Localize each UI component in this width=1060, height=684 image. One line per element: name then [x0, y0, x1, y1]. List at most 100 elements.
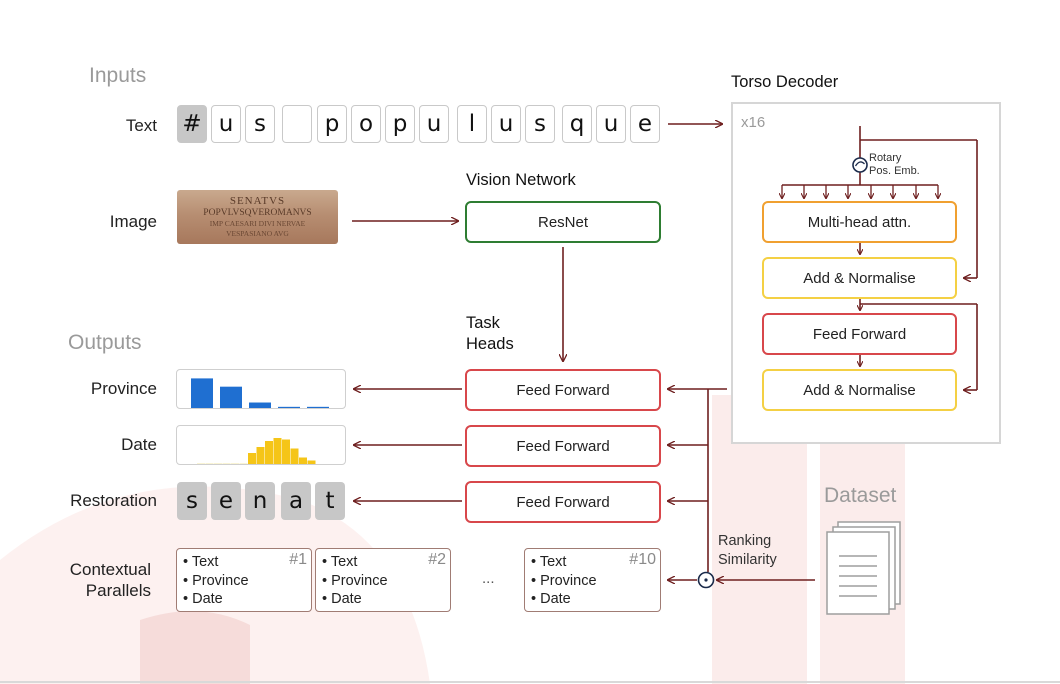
- restoration-label: Restoration: [70, 491, 157, 510]
- parallel-item: Date: [183, 590, 311, 609]
- add-normalise-block-1: Add & Normalise: [762, 257, 957, 299]
- province-bar: [307, 406, 329, 408]
- rotary-label-line1: Rotary: [869, 152, 902, 164]
- date-bar: [307, 460, 316, 464]
- dataset-documents-icon: [826, 521, 901, 615]
- outputs-heading: Outputs: [68, 331, 142, 354]
- task-heads-title: Task Heads: [466, 313, 514, 355]
- vision-network-title: Vision Network: [466, 171, 576, 189]
- date-bar: [290, 448, 299, 464]
- date-bars: [197, 438, 316, 464]
- input-token: s: [245, 105, 275, 143]
- date-bar: [299, 457, 307, 464]
- parallel-rank: #2: [428, 551, 446, 568]
- date-bar: [256, 447, 265, 464]
- restoration-token: e: [211, 482, 241, 520]
- date-bar: [205, 463, 214, 464]
- province-label: Province: [90, 379, 157, 398]
- parallel-item: Date: [322, 590, 450, 609]
- restoration-head-block: Feed Forward: [465, 481, 661, 523]
- ranking-label-line2: Similarity: [718, 552, 777, 568]
- feed-forward-block: Feed Forward: [762, 313, 957, 355]
- restoration-token: s: [177, 482, 207, 520]
- restoration-token: n: [245, 482, 275, 520]
- date-bar: [282, 439, 290, 464]
- province-chart: [176, 369, 346, 409]
- input-token: u: [419, 105, 449, 143]
- restoration-token: t: [315, 482, 345, 520]
- input-token: e: [630, 105, 660, 143]
- text-label: Text: [125, 116, 157, 135]
- date-chart: [176, 425, 346, 465]
- task-heads-title-line1: Task: [466, 314, 500, 332]
- restoration-token: a: [281, 482, 311, 520]
- date-bar: [231, 463, 239, 464]
- rotary-embedding-icon: [852, 157, 868, 173]
- date-head-block: Feed Forward: [465, 425, 661, 467]
- torso-decoder-title: Torso Decoder: [731, 73, 839, 91]
- date-label: Date: [121, 435, 157, 454]
- input-token: #: [177, 105, 207, 143]
- resnet-block: ResNet: [465, 201, 661, 243]
- ranking-label-line1: Ranking: [718, 533, 772, 549]
- input-token: u: [491, 105, 521, 143]
- ranking-similarity-label: Ranking Similarity: [718, 532, 777, 570]
- parallel-item: Text: [183, 553, 311, 572]
- contextual-parallels-label: Contextual Parallels: [11, 559, 151, 601]
- date-bar: [222, 463, 231, 464]
- fanout-arrows: [782, 185, 938, 198]
- ellipsis: ...: [482, 570, 495, 587]
- input-token: o: [351, 105, 381, 143]
- input-token: l: [457, 105, 487, 143]
- parallel-item: Province: [531, 572, 660, 591]
- input-token: u: [211, 105, 241, 143]
- parallel-card-2: #2 Text Province Date: [315, 548, 451, 612]
- province-head-block: Feed Forward: [465, 369, 661, 411]
- province-bar: [220, 386, 242, 408]
- date-bar: [197, 463, 205, 464]
- parallel-rank: #1: [289, 551, 307, 568]
- task-heads-title-line2: Heads: [466, 335, 514, 353]
- province-bars: [191, 378, 329, 408]
- date-bar: [214, 463, 222, 464]
- input-token: u: [596, 105, 626, 143]
- input-token-space: [282, 105, 312, 143]
- inscription-line: IMP CAESARI DIVI NERVAE: [209, 219, 306, 228]
- parallel-item: Date: [531, 590, 660, 609]
- inscription-image: SENATVS POPVLVSQVEROMANVS IMP CAESARI DI…: [177, 190, 338, 244]
- parallel-item: Text: [322, 553, 450, 572]
- parallel-rank: #10: [629, 551, 656, 568]
- similarity-dot-product-icon: [697, 571, 715, 589]
- parallel-item: Province: [322, 572, 450, 591]
- province-bar: [278, 406, 300, 408]
- parallel-card-1: #1 Text Province Date: [176, 548, 312, 612]
- inputs-heading: Inputs: [89, 64, 147, 87]
- inscription-line: POPVLVSQVEROMANVS: [203, 208, 312, 218]
- province-bar: [191, 378, 213, 408]
- inscription-line: SENATVS: [229, 195, 286, 207]
- inscription-line: VESPASIANO AVG: [226, 229, 289, 238]
- rotary-label: Rotary Pos. Emb.: [869, 152, 920, 178]
- input-token: p: [385, 105, 415, 143]
- parallel-item: Province: [183, 572, 311, 591]
- contextual-label-line2: Parallels: [85, 581, 151, 600]
- parallel-card-10: #10 Text Province Date: [524, 548, 661, 612]
- bg-colosseum: [140, 611, 250, 684]
- add-normalise-block-2: Add & Normalise: [762, 369, 957, 411]
- date-bar: [273, 438, 282, 464]
- multihead-attention-block: Multi-head attn.: [762, 201, 957, 243]
- rotary-label-line2: Pos. Emb.: [869, 165, 920, 177]
- dataset-label: Dataset: [824, 484, 897, 507]
- date-bar: [265, 441, 273, 464]
- contextual-label-line1: Contextual: [69, 560, 151, 579]
- parallel-item: Text: [531, 553, 660, 572]
- date-bar: [239, 463, 248, 464]
- repeat-count: x16: [741, 114, 766, 131]
- province-bar: [249, 402, 271, 408]
- image-label: Image: [109, 212, 157, 231]
- input-token: q: [562, 105, 592, 143]
- input-token: p: [317, 105, 347, 143]
- date-bar: [248, 453, 256, 464]
